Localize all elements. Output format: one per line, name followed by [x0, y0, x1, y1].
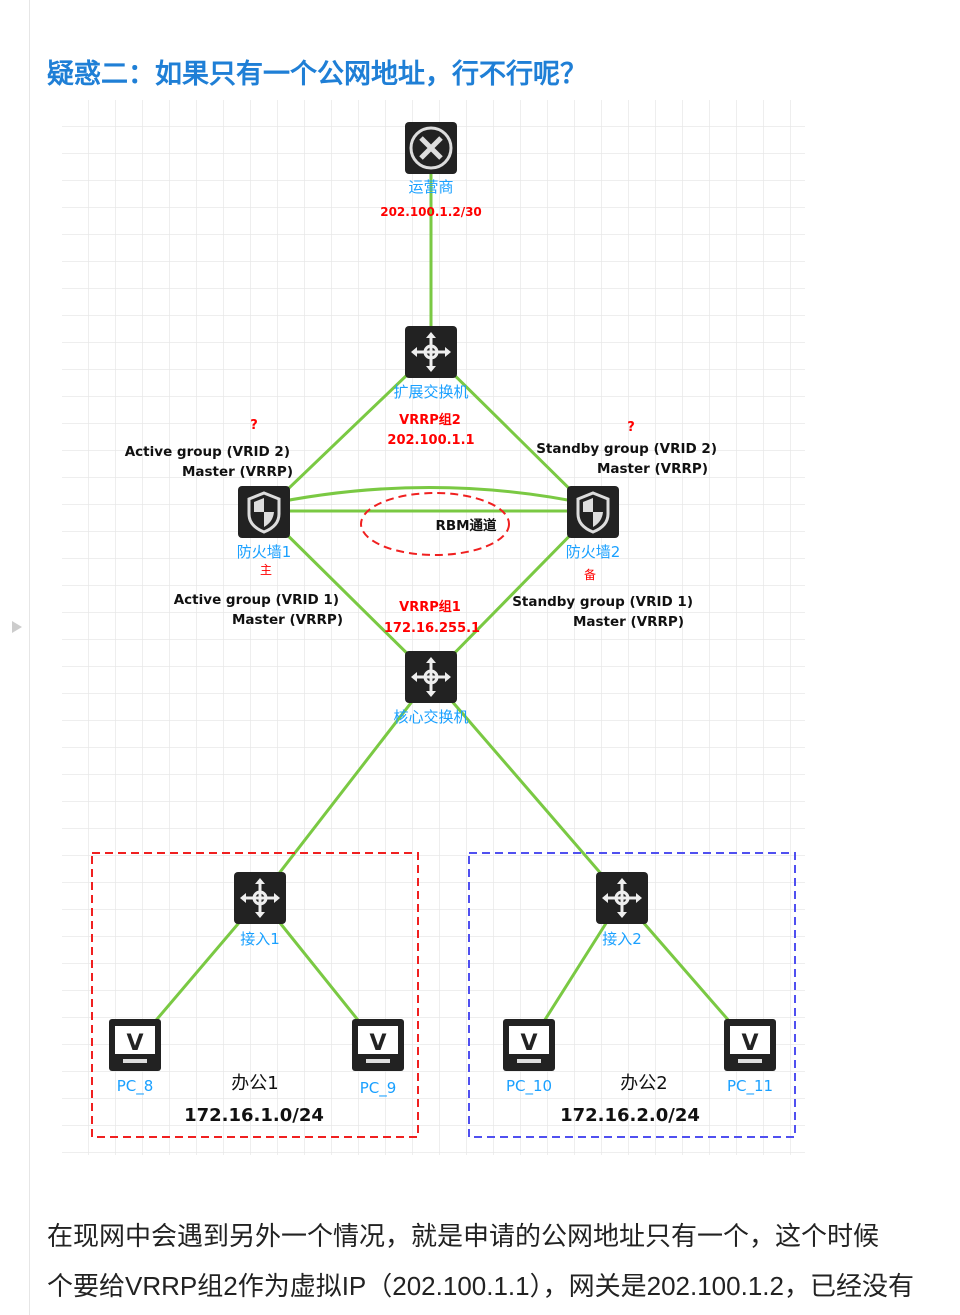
core-switch-label: 核心交换机	[393, 708, 468, 726]
rbm-label: RBM通道	[435, 517, 497, 534]
fw2-bottom-group: Standby group (VRID 1)	[512, 594, 693, 610]
office1-subnet: 172.16.1.0/24	[184, 1105, 324, 1126]
fw2-role: 备	[584, 568, 596, 582]
paragraph-line-1: 在现网中会遇到另外一个情况，就是申请的公网地址只有一个，这个时候	[47, 1221, 880, 1251]
paragraph-line-2: 个要给VRRP组2作为虚拟IP（202.100.1.1），网关是202.100.…	[47, 1271, 914, 1301]
firewall1-icon[interactable]	[236, 484, 292, 540]
rbm-ellipse	[360, 492, 510, 556]
pc11-label: PC_11	[727, 1077, 773, 1096]
fw1-top-state: Master (VRRP)	[182, 464, 293, 480]
carrier-router-icon[interactable]	[405, 122, 457, 174]
left-border	[29, 0, 30, 1315]
office2-subnet: 172.16.2.0/24	[560, 1105, 700, 1126]
vrrp1-ip: 172.16.255.1	[384, 621, 480, 636]
fw1-bottom-state: Master (VRRP)	[232, 612, 343, 628]
pc9-icon[interactable]	[352, 1019, 404, 1071]
grid-background	[62, 100, 805, 1155]
fw2-bottom-state: Master (VRRP)	[573, 614, 684, 630]
fw1-question: ?	[250, 418, 258, 433]
pc8-label: PC_8	[117, 1077, 154, 1096]
pc9-label: PC_9	[360, 1079, 397, 1098]
pc8-icon[interactable]	[109, 1019, 161, 1071]
office1-zone	[91, 852, 419, 1138]
pc10-icon[interactable]	[503, 1019, 555, 1071]
carrier-ip: 202.100.1.2/30	[380, 205, 482, 219]
office2-name: 办公2	[620, 1073, 667, 1094]
fw2-top-group: Standby group (VRID 2)	[536, 441, 717, 457]
fw2-question: ?	[627, 420, 635, 435]
fw1-label: 防火墙1	[237, 543, 292, 561]
fw2-label: 防火墙2	[566, 543, 621, 561]
network-diagram: V 运营商 扩展交换机 防火墙1 防火墙2 核心交换机 接入1 接入2 PC_8…	[62, 100, 805, 1155]
ext-switch-label: 扩展交换机	[393, 383, 468, 401]
ext-switch-icon[interactable]	[403, 324, 459, 380]
vrrp1-name: VRRP组1	[399, 599, 461, 615]
firewall2-icon[interactable]	[565, 484, 621, 540]
fw2-top-state: Master (VRRP)	[597, 461, 708, 477]
carrier-label: 运营商	[408, 178, 453, 196]
fw1-role: 主	[260, 563, 272, 577]
core-switch-icon[interactable]	[403, 649, 459, 705]
access2-switch-icon[interactable]	[594, 870, 650, 926]
vrrp2-name: VRRP组2	[399, 412, 461, 428]
collapse-arrow-icon[interactable]	[12, 621, 22, 633]
office2-zone	[468, 852, 796, 1138]
access2-label: 接入2	[602, 930, 642, 948]
access1-switch-icon[interactable]	[232, 870, 288, 926]
pc11-icon[interactable]	[724, 1019, 776, 1071]
fw1-bottom-group: Active group (VRID 1)	[174, 592, 339, 608]
office1-name: 办公1	[231, 1073, 278, 1094]
links	[133, 148, 752, 1046]
fw1-top-group: Active group (VRID 2)	[125, 444, 290, 460]
section-title: 疑惑二：如果只有一个公网地址，行不行呢？	[47, 59, 587, 90]
vrrp2-ip: 202.100.1.1	[387, 433, 474, 448]
access1-label: 接入1	[240, 930, 280, 948]
pc10-label: PC_10	[506, 1077, 552, 1096]
